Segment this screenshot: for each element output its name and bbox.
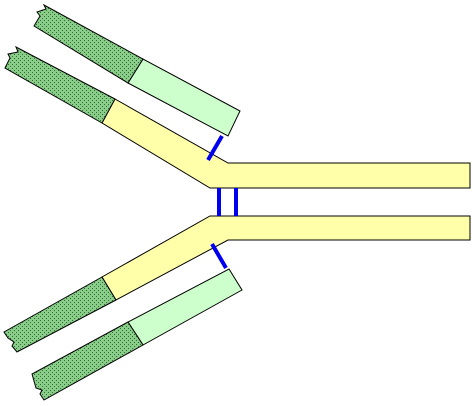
disulfide-bond-lower-light-heavy [210, 242, 228, 270]
heavy-chain-upper-variable [4, 45, 116, 124]
light-chain-lower-variable [31, 321, 144, 401]
heavy-chain-lower [3, 215, 471, 353]
disulfide-bond-upper-light-heavy [206, 134, 224, 162]
heavy-chain-lower-constant [101, 215, 471, 301]
heavy-chain-upper [4, 45, 471, 189]
heavy-chain-upper-constant [101, 98, 471, 189]
heavy-chain-lower-variable [3, 276, 117, 353]
light-chain-upper [33, 3, 241, 137]
disulfide-bonds [206, 134, 238, 270]
light-chain-upper-variable [33, 3, 144, 84]
light-chain-lower [31, 268, 243, 401]
